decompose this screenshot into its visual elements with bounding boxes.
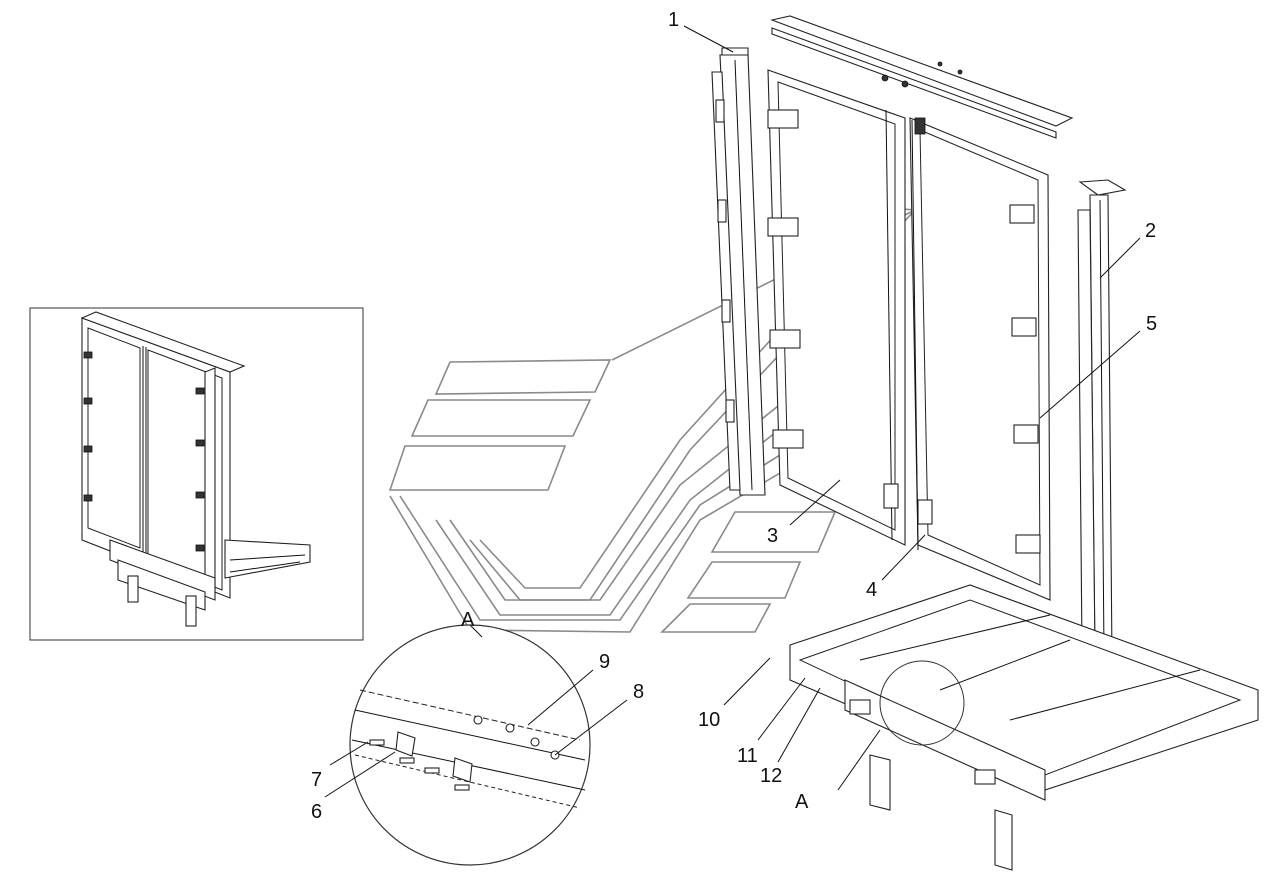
detail-marker-circle bbox=[837, 660, 965, 791]
overview-inset bbox=[29, 307, 364, 641]
callout-8: 8 bbox=[633, 681, 644, 703]
detail-marker-label: A bbox=[795, 791, 809, 813]
detail-view-a bbox=[349, 624, 591, 866]
callout-12: 12 bbox=[760, 765, 782, 787]
callout-3: 3 bbox=[767, 525, 778, 547]
top-rail bbox=[770, 15, 1074, 139]
base-frame bbox=[789, 584, 1259, 871]
callout-2: 2 bbox=[1145, 220, 1156, 242]
leader-lines bbox=[324, 25, 1141, 798]
callout-10: 10 bbox=[698, 709, 720, 731]
callout-1: 1 bbox=[668, 9, 679, 31]
callout-9: 9 bbox=[599, 651, 610, 673]
callout-6: 6 bbox=[311, 801, 322, 823]
callout-labels: 1 2 3 4 5 6 7 8 9 10 11 12 A A bbox=[311, 9, 1157, 823]
left-door bbox=[767, 69, 906, 546]
right-door bbox=[883, 117, 1051, 601]
callout-7: 7 bbox=[311, 769, 322, 791]
left-post bbox=[711, 47, 766, 496]
detail-view-label: A bbox=[461, 609, 475, 631]
callout-5: 5 bbox=[1146, 313, 1157, 335]
right-post bbox=[1077, 179, 1127, 661]
callout-4: 4 bbox=[866, 579, 877, 601]
callout-11: 11 bbox=[737, 745, 758, 767]
